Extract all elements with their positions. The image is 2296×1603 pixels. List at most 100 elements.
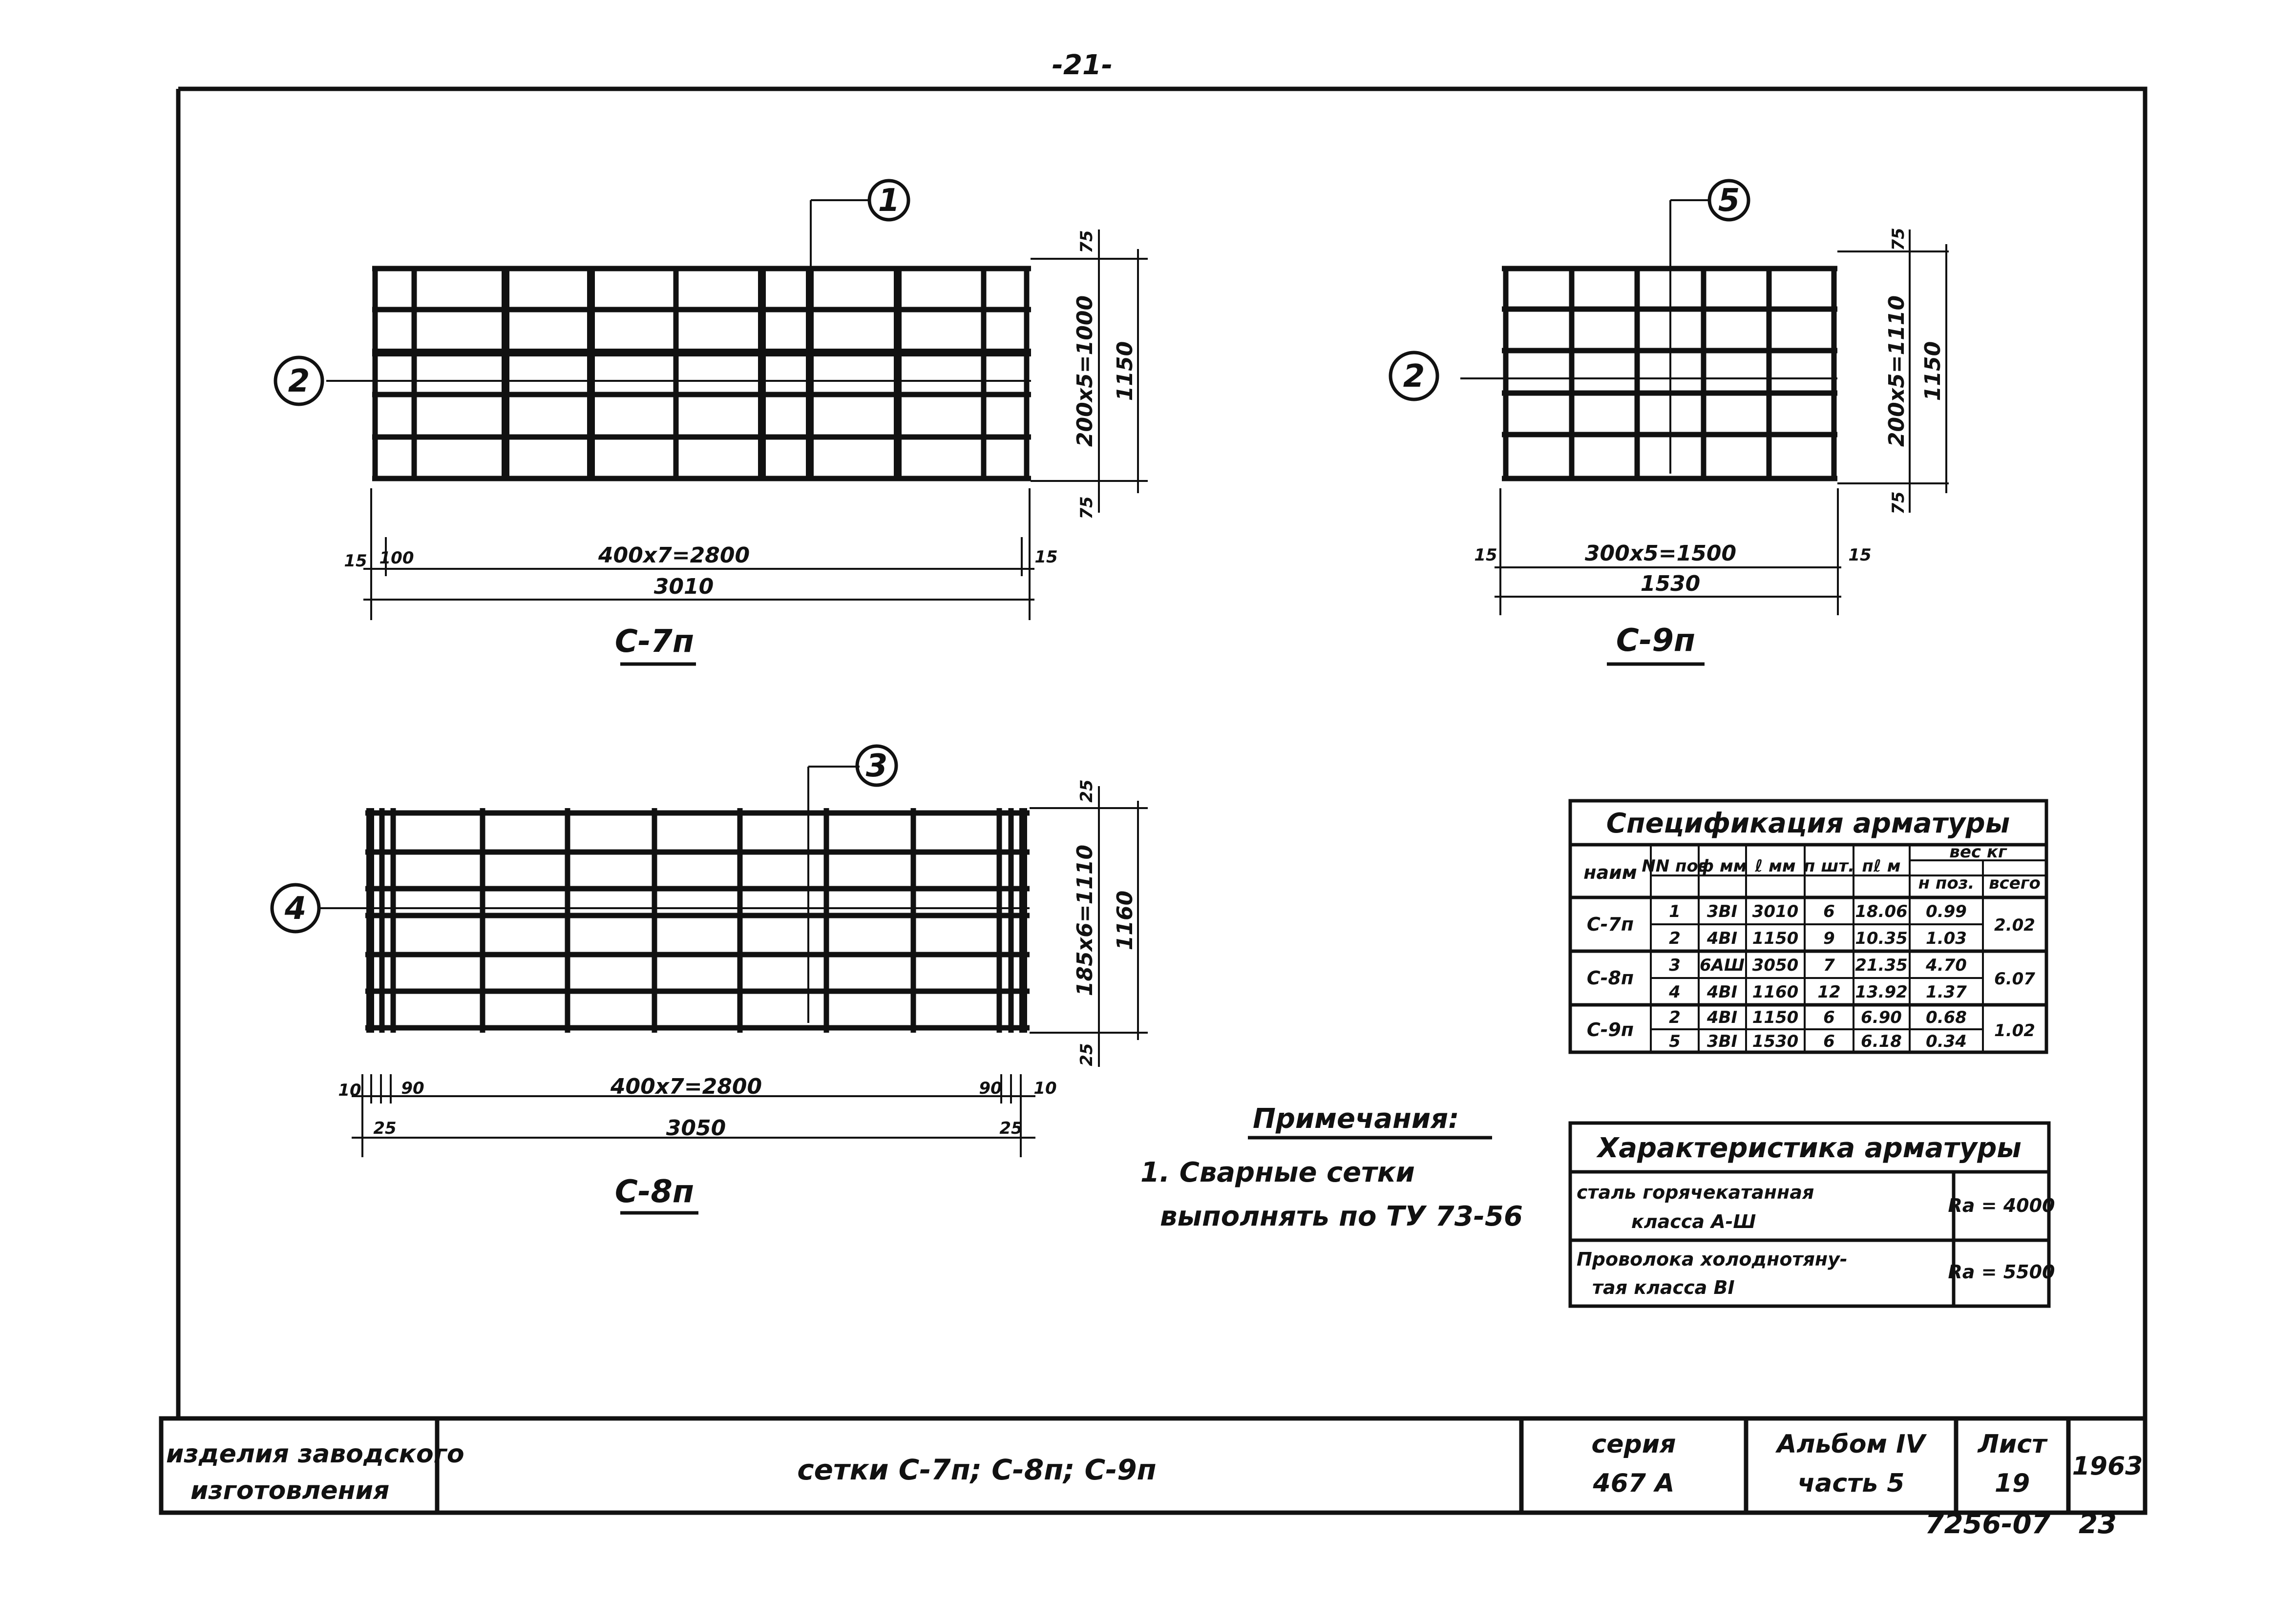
svg-text:0.34: 0.34: [1926, 1032, 1967, 1051]
mesh-c8-drawing: [320, 766, 1148, 1157]
dim-c7-bottom-edge: 75: [1077, 496, 1096, 519]
dim-c7-total: 3010: [654, 574, 714, 599]
svg-text:6: 6: [1823, 1008, 1835, 1027]
svg-text:3050: 3050: [1752, 956, 1799, 975]
table-row: 2 4ВI 1150 6 6.90 0.68: [1669, 1008, 1967, 1027]
svg-text:18.06: 18.06: [1855, 902, 1908, 921]
char-row1-value: Rа = 4000: [1948, 1195, 2055, 1216]
mesh-c8-name: С-8п: [615, 1174, 694, 1210]
mesh-c7-drawing: [326, 199, 1148, 620]
spec-header-len: ℓ мм: [1754, 856, 1795, 876]
title-block-product-type-b: изготовления: [190, 1476, 389, 1505]
dim-c8-right-first: 25: [999, 1119, 1022, 1138]
svg-text:4.70: 4.70: [1925, 956, 1967, 975]
position-callout-1-label: 1: [878, 183, 900, 219]
svg-text:5: 5: [1669, 1032, 1681, 1051]
title-block-frame: [159, 1416, 2148, 1515]
svg-text:12: 12: [1817, 982, 1840, 1002]
svg-text:6: 6: [1823, 902, 1835, 921]
svg-text:3010: 3010: [1752, 902, 1799, 921]
title-block-series-value: 467 А: [1593, 1469, 1675, 1498]
dim-c8-total: 3050: [666, 1116, 726, 1141]
spec-header-name: наим: [1583, 862, 1637, 883]
mesh-c7-name: С-7п: [615, 624, 694, 660]
dim-c9-height-span: 200х5=1110: [1884, 295, 1909, 447]
title-block-series-label: серия: [1591, 1430, 1676, 1459]
dim-c9-height-total: 1150: [1920, 341, 1945, 401]
char-table: [1568, 1121, 2051, 1308]
dim-c9-total: 1530: [1641, 571, 1700, 596]
position-callout-5: [1707, 179, 1750, 222]
spec-header-weight-total: всего: [1989, 874, 2041, 893]
title-block-year: 1963: [2072, 1452, 2143, 1481]
svg-text:4ВI: 4ВI: [1706, 982, 1737, 1002]
svg-text:0.99: 0.99: [1926, 902, 1967, 921]
spec-group-total: 1.02: [1994, 1021, 2035, 1041]
dim-c9-span: 300х5=1500: [1585, 541, 1736, 566]
dim-c8-bottom-edge: 25: [1077, 1043, 1096, 1066]
title-block-sheet-label: Лист: [1977, 1430, 2048, 1459]
char-table-title: Характеристика арматуры: [1596, 1132, 2022, 1164]
title-block-product-type-a: изделия заводского: [166, 1439, 464, 1469]
dim-c7-right-edge: 15: [1034, 547, 1057, 567]
spec-group-total: 6.07: [1994, 969, 2035, 989]
svg-text:2: 2: [1669, 1008, 1681, 1027]
spec-header-dia: ф мм: [1697, 856, 1747, 876]
svg-text:3ВI: 3ВI: [1707, 902, 1737, 921]
position-callout-2: [274, 355, 324, 406]
dim-c8-right-edge: 10: [1033, 1079, 1056, 1098]
title-block-dividers: [435, 1418, 2071, 1513]
spec-header-total-len: пℓ м: [1862, 856, 1900, 876]
svg-text:13.92: 13.92: [1855, 982, 1908, 1002]
dim-c8-right-step: 90: [979, 1079, 1002, 1098]
table-row: 3 6АШ 3050 7 21.35 4.70: [1669, 956, 1967, 975]
position-callout-4: [270, 883, 321, 934]
spec-header-weight-pos: н поз.: [1918, 874, 1975, 893]
dim-c7-left-step: 100: [379, 548, 414, 568]
dim-c9-left-edge: 15: [1474, 545, 1497, 565]
svg-text:1.37: 1.37: [1926, 982, 1967, 1002]
spec-header-pos: NN поз: [1642, 856, 1707, 876]
svg-text:1530: 1530: [1752, 1032, 1799, 1051]
char-row1-text-b: класса А-Ш: [1631, 1211, 1756, 1232]
mesh-c9-name: С-9п: [1616, 623, 1695, 659]
svg-text:21.35: 21.35: [1855, 956, 1908, 975]
mesh-c9-drawing: [1460, 199, 1949, 615]
svg-text:7: 7: [1823, 956, 1835, 975]
position-callout-3-label: 3: [866, 748, 888, 784]
table-row: 2 4ВI 1150 9 10.35 1.03: [1669, 929, 1967, 948]
title-block-sheet-value: 19: [1995, 1469, 2030, 1498]
svg-text:3ВI: 3ВI: [1707, 1032, 1737, 1051]
spec-group-name: С-7п: [1587, 914, 1634, 935]
svg-text:1160: 1160: [1752, 982, 1799, 1002]
title-block-drawing-title: сетки С-7п; С-8п; С-9п: [797, 1453, 1157, 1486]
position-callout-3: [855, 744, 898, 787]
notes-line-2: выполнять по ТУ 73-56: [1160, 1201, 1523, 1232]
spec-header-count: п шт.: [1804, 856, 1854, 876]
spec-group-total: 2.02: [1994, 916, 2035, 935]
dim-c7-top-edge: 75: [1077, 230, 1096, 253]
svg-text:1.03: 1.03: [1926, 929, 1967, 948]
char-row2-text-b: тая класса ВI: [1592, 1277, 1735, 1298]
svg-text:1150: 1150: [1752, 929, 1799, 948]
position-callout-2b: [1389, 351, 1439, 401]
dim-c7-span: 400х7=2800: [598, 543, 750, 568]
dim-c7-left-edge: 15: [344, 551, 367, 571]
spec-group-name: С-8п: [1587, 967, 1634, 989]
dim-c7-height-total: 1150: [1113, 341, 1137, 401]
svg-text:1: 1: [1669, 902, 1681, 921]
dim-c8-height-span: 185х6=1110: [1073, 845, 1097, 996]
position-callout-5-label: 5: [1718, 183, 1740, 219]
char-row2-value: Rа = 5500: [1948, 1261, 2055, 1283]
char-row1-text-a: сталь горячекатанная: [1577, 1182, 1814, 1203]
svg-text:4ВI: 4ВI: [1706, 1008, 1737, 1027]
position-callout-2b-label: 2: [1403, 358, 1425, 395]
table-row: 4 4ВI 1160 12 13.92 1.37: [1668, 982, 1967, 1002]
position-callout-4-label: 4: [284, 891, 307, 927]
svg-text:6: 6: [1823, 1032, 1835, 1051]
table-row: 1 3ВI 3010 6 18.06 0.99: [1669, 902, 1967, 921]
svg-text:6.18: 6.18: [1861, 1032, 1902, 1051]
dim-c9-right-edge: 15: [1848, 545, 1871, 565]
notes-title: Примечания:: [1253, 1103, 1459, 1135]
